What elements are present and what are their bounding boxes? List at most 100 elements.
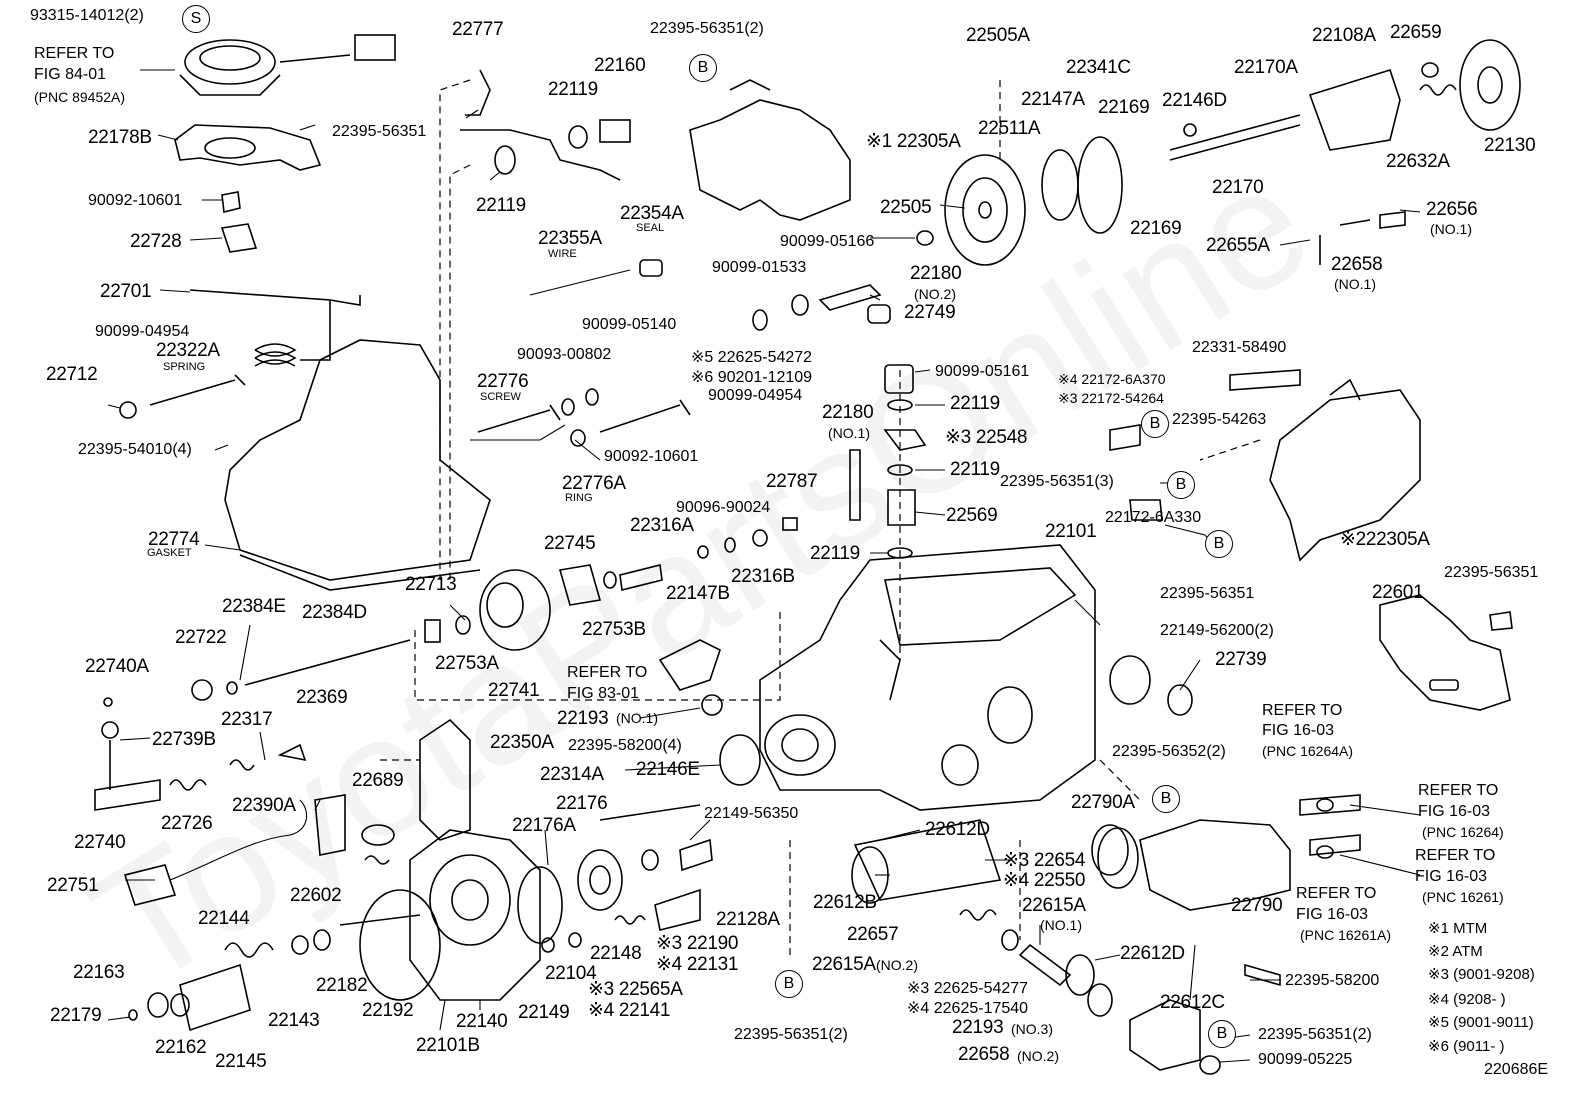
part-label: 22193 [952, 1017, 1004, 1038]
part-label: 22119 [476, 195, 526, 216]
tps-sensor [179, 34, 396, 96]
part-label: 22739B [152, 729, 216, 750]
part-label: 22331-58490 [1192, 339, 1287, 356]
part-label: 22395-56351(2) [734, 1026, 848, 1043]
part-label: 22753B [582, 619, 646, 640]
part-label: 22505A [966, 25, 1030, 46]
part-label: 22395-56351 [1160, 585, 1255, 602]
part-label: 22776A [562, 473, 626, 494]
ref-note: FIG 84-01 [34, 66, 107, 83]
part-label: 22170A [1234, 57, 1298, 78]
part-label: 22179 [50, 1005, 102, 1026]
part-label: 22601 [1372, 582, 1424, 603]
b-marker: B [775, 970, 803, 998]
part-label: 22128A [716, 909, 780, 930]
b-marker: B [1205, 530, 1233, 558]
part-label: 22119 [950, 459, 1000, 480]
part-label: 22602 [290, 885, 342, 906]
part-label: (NO.2) [876, 957, 918, 973]
part-label: 22354A [620, 203, 684, 224]
part-label: ※6 90201-12109 [691, 369, 813, 386]
part-label: 22726 [161, 813, 213, 834]
part-label: 22395-58200 [1285, 972, 1380, 989]
part-label: 22130 [1484, 135, 1536, 156]
part-label: 90099-04954 [95, 323, 190, 340]
part-label: 22612C [1160, 992, 1225, 1013]
part-label: ※3 22565A [588, 979, 683, 1000]
b-marker: B [1167, 471, 1195, 499]
part-label: 22147B [666, 583, 730, 604]
part-label: (NO.1) [1430, 221, 1472, 237]
legend-item: ※3 (9001-9208) [1428, 966, 1535, 983]
part-label: 22395-56351(2) [1258, 1026, 1372, 1043]
part-label: 22741 [488, 680, 540, 701]
b-marker: B [689, 54, 717, 82]
tag-gasket: GASKET [147, 547, 192, 559]
part-label: 22140 [456, 1011, 508, 1032]
part-label: 93315-14012(2) [30, 7, 144, 24]
part-label: 22101B [416, 1035, 480, 1056]
legend-item: ※4 (9208- ) [1428, 991, 1506, 1008]
part-label: (NO.1) [616, 710, 658, 726]
part-label: 22119 [548, 79, 598, 100]
part-label: ※3 22654 [1003, 850, 1086, 871]
part-label: 22162 [155, 1037, 207, 1058]
ref-note: REFER TO [1296, 885, 1377, 902]
part-label: 22172-6A330 [1105, 509, 1202, 526]
tag-screw: SCREW [480, 391, 521, 403]
part-label: 22739 [1215, 649, 1267, 670]
part-label: 22612B [813, 892, 877, 913]
ref-note: (PNC 16264A) [1262, 743, 1354, 759]
pulley-assembly [944, 39, 1521, 266]
tag-seal: SEAL [636, 222, 665, 234]
part-label: 22612D [925, 819, 990, 840]
part-label: 22749 [904, 302, 956, 323]
part-label: ※4 22625-17540 [907, 1000, 1029, 1017]
ref-note: FIG 16-03 [1262, 722, 1335, 739]
part-label: 22176A [512, 815, 576, 836]
part-label: 22740A [85, 656, 149, 677]
part-label: (NO.2) [914, 286, 956, 302]
tag-ring: RING [565, 492, 593, 504]
part-label: 22145 [215, 1051, 267, 1072]
part-label: ※4 22131 [656, 954, 739, 975]
part-label: 90096-90024 [676, 499, 771, 516]
pump-housing [759, 544, 1096, 811]
part-label: 22656 [1426, 199, 1478, 220]
part-label: 90092-10601 [88, 192, 183, 209]
part-label: 22395-56352(2) [1112, 743, 1226, 760]
part-label: 22511A [978, 118, 1041, 139]
part-label: 22790 [1231, 895, 1283, 916]
part-label: (NO.2) [1017, 1048, 1059, 1064]
part-label: 22751 [47, 875, 99, 896]
part-label: 90099-05166 [780, 233, 875, 250]
part-label: 22148 [590, 943, 642, 964]
part-label: 22160 [594, 55, 646, 76]
s-marker: S [182, 5, 210, 33]
part-label: 22369 [296, 687, 348, 708]
ref-note: FIG 16-03 [1296, 906, 1369, 923]
part-label: 22149-56350 [704, 805, 799, 822]
part-label: 22728 [130, 231, 182, 252]
part-label: 22317 [221, 709, 273, 730]
part-label: ※3 22548 [945, 427, 1028, 448]
part-label: 22713 [405, 574, 457, 595]
ref-note: REFER TO [1415, 847, 1496, 864]
part-label: 22384D [302, 602, 367, 623]
part-label: 90099-05161 [935, 363, 1030, 380]
part-label: 22774 [148, 529, 200, 550]
part-label: 22108A [1312, 25, 1376, 46]
part-label: 22615A [812, 954, 876, 975]
part-label: 90099-04954 [708, 387, 803, 404]
part-label: 22701 [100, 281, 152, 302]
part-label: 22163 [73, 962, 125, 983]
part-label: 22384E [222, 596, 286, 617]
part-label: (NO.1) [828, 425, 870, 441]
part-label: 22655A [1206, 235, 1270, 256]
part-label: 22144 [198, 908, 250, 929]
ref-note: REFER TO [1418, 782, 1499, 799]
part-label: (NO.3) [1011, 1021, 1053, 1037]
legend-item: ※1 MTM [1428, 920, 1488, 937]
part-label: 22178B [88, 127, 152, 148]
